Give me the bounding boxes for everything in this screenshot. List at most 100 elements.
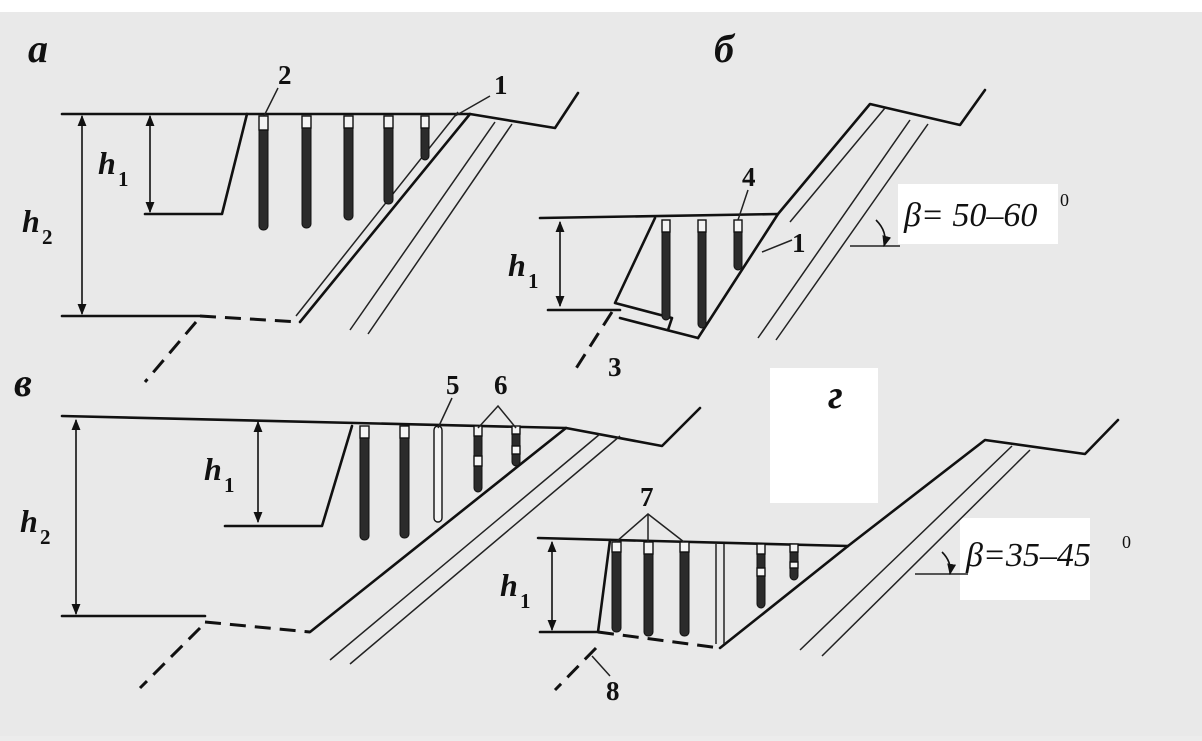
slope-line-2-g [799,445,1013,651]
extension-dash-v [138,626,202,690]
beta-label-patch-b [898,184,1058,244]
leader-1-a [454,95,491,117]
beta-label-patch-g [960,518,1090,600]
panel-a-scheme [60,87,580,383]
beta-label-b: β= 50–60 0 [903,190,1069,234]
blast-hole [343,115,354,221]
beta-label-g: β=35–45 0 [965,532,1131,574]
slope-line-3-v [349,435,621,665]
h-subscript: 2 [40,525,51,549]
extension-dash-a [143,321,198,383]
cut-outline-g [596,538,612,634]
panel-label-b: б [714,26,736,71]
hole-stemming [343,115,354,129]
callout-1-a: 1 [494,70,508,100]
hole-stemming [643,541,654,555]
blast-hole [697,219,707,329]
h-subscript: 1 [528,269,539,293]
hole-deck-stemming [789,561,799,569]
h1-label-v: h 1 [204,451,235,497]
leader-2 [263,87,279,117]
white-patch [770,368,878,503]
leader-6 [477,404,517,429]
degree-mark: 0 [1060,190,1069,210]
blast-hole [399,425,410,539]
h1-label-b: h 1 [508,247,539,293]
h-subscript: 2 [42,225,53,249]
callout-8: 8 [606,676,620,706]
hole-stemming [511,425,521,435]
lower-bench-dash-a [199,314,301,324]
blast-hole [611,541,622,633]
panel-g-scheme [536,418,1120,692]
slope-line-3-a [367,123,513,335]
callout-2: 2 [278,60,292,90]
callout-4: 4 [742,162,756,192]
blast-hole [643,541,654,637]
slope-face-g [718,544,850,650]
slope-line-2-v [329,433,601,661]
callout-7: 7 [640,482,654,512]
hole-stemming [473,425,483,437]
h1-label-a: h 1 [98,145,129,191]
h2-label-v: h 2 [20,503,51,549]
hole-deck-stemming [511,445,521,455]
hole-stemming [697,219,707,233]
callout-3: 3 [608,352,622,382]
hole-deck-stemming [473,455,483,467]
lower-bench-dash-v [204,620,311,634]
panel-v-scheme [60,397,702,690]
beta-range-text: β=35–45 [965,537,1091,574]
lower-bench-dash-g [597,630,721,650]
upper-slope-b [776,88,987,216]
extension-dash-g [553,646,598,692]
slope-line-3-g [821,449,1031,657]
h-symbol: h [22,203,40,239]
blast-hole [661,219,671,321]
cut-outline-a [143,112,249,216]
slope-line-4-b [775,123,929,341]
hole-stemming [611,541,622,553]
angle-arc-g [941,551,957,576]
empty-hole-5 [433,425,443,523]
hole-stemming [301,115,312,129]
hole-stemming [679,541,690,553]
h2-label-a: h 2 [22,203,53,249]
panel-b-scheme [538,88,987,371]
panel-label-g: г [828,372,843,417]
lower-bench-b2 [618,316,700,340]
hole-stemming [661,219,671,233]
callout-6: 6 [494,370,508,400]
blast-hole [301,115,312,229]
h-subscript: 1 [118,167,129,191]
slope-line-2-b [789,107,886,223]
cut-outline-v [223,424,354,528]
slope-line-3-b [757,119,911,339]
blast-hole [679,541,690,637]
h-subscript: 1 [224,473,235,497]
leader-5 [437,397,453,429]
hole-stemming [359,425,370,439]
bench-top-a [60,91,580,130]
h-symbol: h [20,503,38,539]
beta-range-text: β= 50–60 [903,197,1037,234]
top-white-strip [0,0,1202,12]
hole-stemming [733,219,743,233]
slope-face-v [308,426,568,634]
hole-stemming [789,543,799,553]
callout-1-b: 1 [792,228,806,258]
leader-1-b [761,239,793,253]
panel-label-v: в [14,360,32,405]
cut-outline-b [613,216,674,332]
hole-stemming [383,115,394,129]
slope-inner-a [295,111,459,317]
angle-arc-b [875,219,892,248]
h-symbol: h [500,567,518,603]
degree-mark: 0 [1122,532,1131,552]
h-symbol: h [98,145,116,181]
hole-stemming [756,543,766,555]
leader-4 [737,189,749,221]
callout-5: 5 [446,370,460,400]
